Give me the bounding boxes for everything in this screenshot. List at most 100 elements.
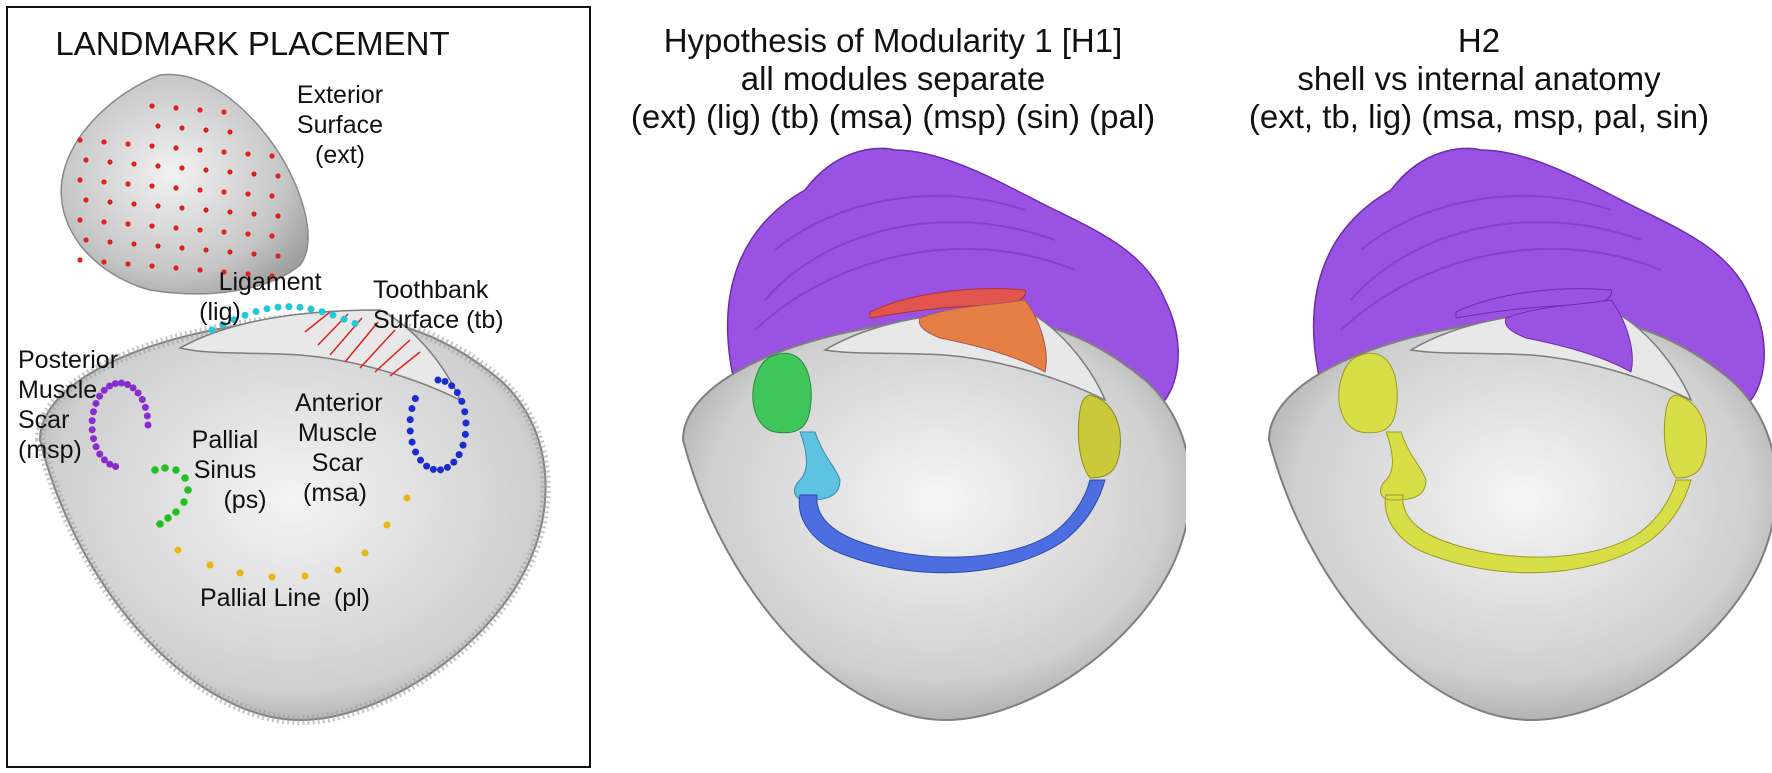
landmark-point — [203, 247, 209, 253]
landmark-point — [173, 265, 179, 271]
anterior-label: Anterior Muscle Scar (msa) — [295, 388, 383, 508]
landmark-point — [412, 448, 420, 456]
landmark-point — [227, 249, 233, 255]
landmark-point — [406, 427, 414, 435]
landmark-point — [161, 464, 169, 472]
exterior-shell-view — [60, 73, 309, 295]
label-line: (ps) — [223, 486, 267, 514]
landmark-point — [149, 103, 155, 109]
landmark-point — [275, 173, 281, 179]
landmark-point — [172, 466, 180, 474]
exterior-ribs — [754, 194, 1076, 331]
panel-title: LANDMARK PLACEMENT — [55, 25, 450, 62]
landmark-point — [179, 125, 185, 131]
landmark-point — [149, 263, 155, 269]
landmark-point — [383, 521, 391, 529]
landmark-point — [443, 463, 451, 471]
landmark-point — [203, 127, 209, 133]
landmark-point — [131, 161, 137, 167]
landmark-point — [227, 209, 233, 215]
landmark-point — [164, 514, 172, 522]
landmark-point — [459, 441, 467, 449]
landmark-point — [173, 105, 179, 111]
h1-panel: Hypothesis of Modularity 1 [H1] all modu… — [600, 0, 1186, 773]
landmark-point — [408, 405, 416, 413]
landmark-point — [112, 462, 120, 470]
landmark-point — [408, 438, 416, 446]
h2-panel: H2 shell vs internal anatomy (ext, tb, l… — [1186, 0, 1772, 773]
msa-module — [1077, 394, 1121, 479]
landmark-point — [155, 243, 161, 249]
landmark-shell-illustration — [34, 73, 551, 726]
landmark-point — [411, 395, 419, 403]
pallial-line-landmarks — [174, 494, 411, 581]
toothbank-hatching — [304, 311, 421, 377]
landmark-point — [275, 253, 281, 259]
landmark-point — [245, 191, 251, 197]
landmark-point — [143, 412, 151, 420]
label-text: Pallial Line — [200, 584, 321, 612]
landmark-point — [111, 380, 119, 388]
landmark-point — [221, 189, 227, 195]
landmark-point — [461, 408, 469, 416]
exterior-landmarks — [77, 103, 281, 279]
landmark-point — [269, 193, 275, 199]
landmark-point — [351, 320, 359, 327]
toothbank-label: Toothbank Surface (tb) — [373, 275, 504, 335]
landmark-point — [149, 183, 155, 189]
landmark-point — [179, 205, 185, 211]
landmark-point — [221, 269, 227, 275]
ligament-label: Ligament (lig) — [180, 267, 330, 327]
landmark-point — [125, 141, 131, 147]
landmark-point — [251, 171, 257, 177]
landmark-point — [156, 520, 164, 528]
landmark-point — [179, 245, 185, 251]
landmark-point — [219, 321, 227, 329]
pallial-module — [798, 479, 1106, 574]
landmark-point — [77, 137, 83, 143]
landmark-point — [274, 303, 282, 311]
landmark-point — [173, 225, 179, 231]
landmark-point — [173, 145, 179, 151]
landmark-point — [100, 386, 108, 394]
landmark-point — [334, 566, 342, 574]
label-line: Scar — [311, 449, 364, 477]
landmark-point — [269, 233, 275, 239]
landmark-point — [88, 426, 96, 434]
msp-landmarks — [88, 379, 152, 470]
label-line: Posterior — [18, 346, 119, 374]
landmark-point — [245, 151, 251, 157]
panel-frame — [6, 6, 591, 768]
landmark-point — [208, 326, 216, 334]
landmark-point — [125, 181, 131, 187]
exterior-label: Exterior Surface (ext) — [270, 80, 410, 170]
landmark-placement-panel: LANDMARK PLACEMENT Exterior Surface (ext… — [0, 0, 600, 773]
landmark-point — [181, 474, 189, 482]
landmark-point — [155, 123, 161, 129]
landmark-point — [131, 241, 137, 247]
landmark-point — [106, 382, 114, 390]
landmark-point — [90, 435, 98, 443]
landmark-point — [197, 187, 203, 193]
landmark-point — [184, 486, 192, 494]
title-line: shell vs internal anatomy — [1297, 60, 1661, 97]
landmark-point — [155, 163, 161, 169]
label-line: Scar — [18, 406, 70, 434]
landmark-point — [83, 237, 89, 243]
landmark-point — [236, 569, 244, 577]
landmark-point — [318, 308, 326, 316]
landmark-point — [144, 421, 152, 429]
label-line: Surface (tb) — [373, 306, 504, 334]
landmark-point — [107, 239, 113, 245]
landmark-point — [269, 153, 275, 159]
landmark-point — [221, 149, 227, 155]
landmark-point — [129, 384, 137, 392]
landmark-point — [263, 305, 271, 313]
landmark-point — [101, 139, 107, 145]
h2-title: H2 shell vs internal anatomy (ext, tb, l… — [1186, 22, 1772, 136]
msp-module — [752, 352, 812, 434]
landmark-point — [221, 229, 227, 235]
title-line: H2 — [1457, 22, 1501, 59]
title-line: (ext) (lig) (tb) (msa) (msp) (sin) (pal) — [630, 98, 1156, 135]
landmark-point — [100, 456, 108, 464]
